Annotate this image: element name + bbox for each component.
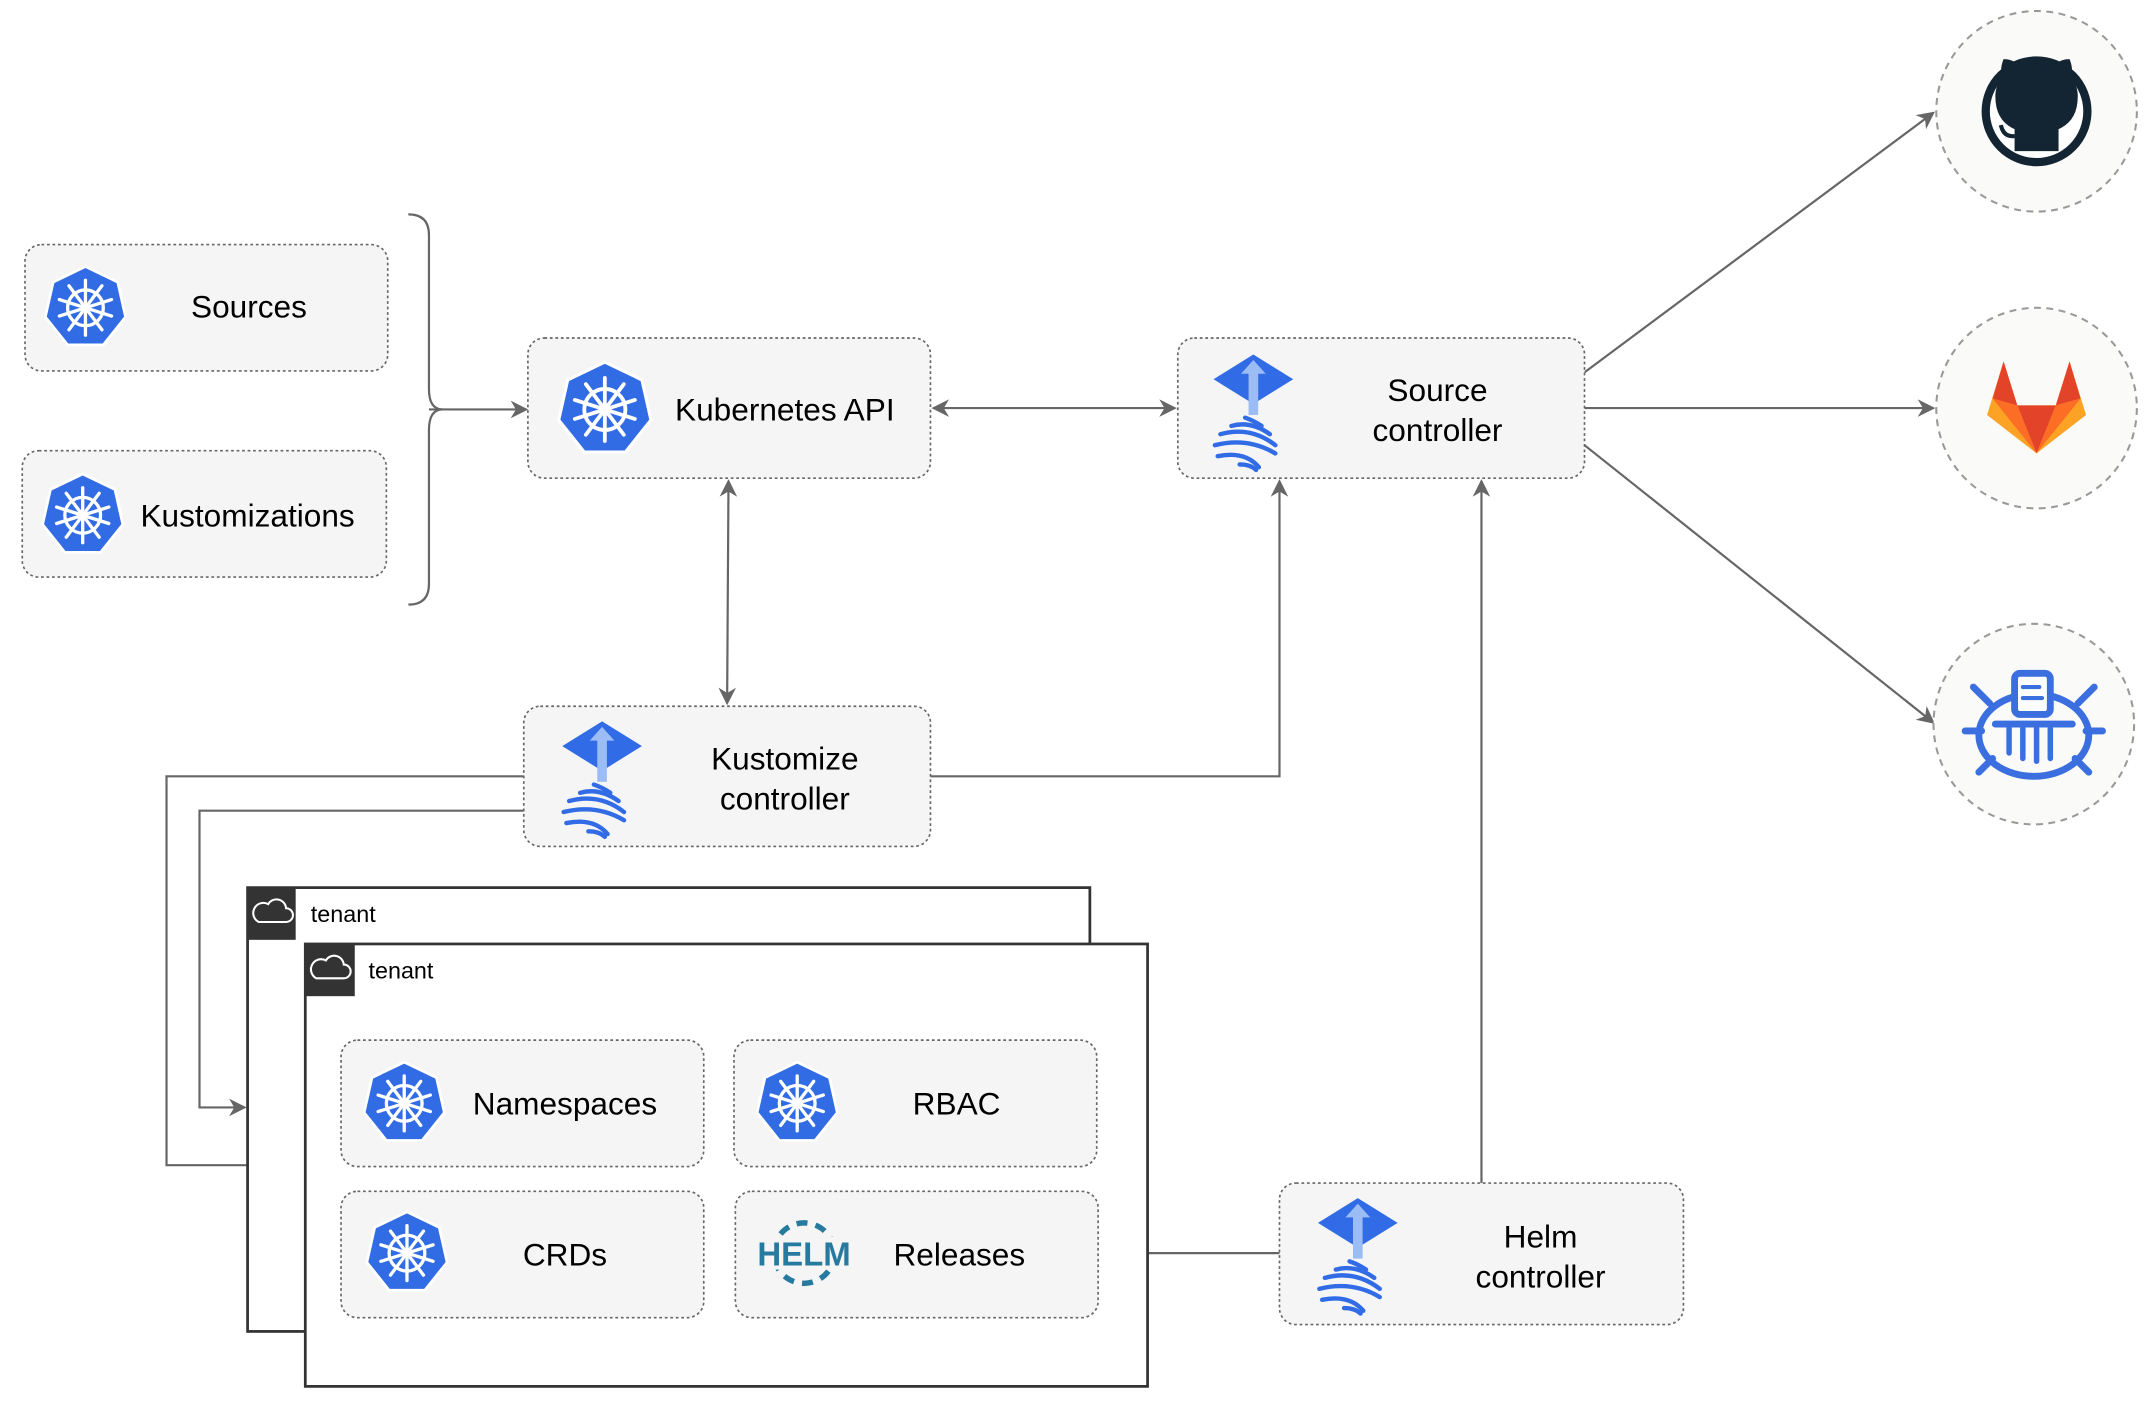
tenant-label: tenant	[369, 957, 434, 983]
node-crds[interactable]: CRDs	[340, 1190, 705, 1319]
node-source-controller[interactable]: Source controller	[1176, 337, 1586, 479]
external-gitlab[interactable]	[1935, 306, 2138, 510]
node-label-line1: Kustomize	[711, 740, 858, 776]
edge-kustomize-to-source	[930, 479, 1289, 778]
node-label: Sources	[191, 288, 307, 324]
node-kustomizations[interactable]: Kustomizations	[21, 449, 388, 578]
node-label: CRDs	[523, 1236, 607, 1272]
node-label: Kustomizations	[140, 497, 354, 533]
node-kubernetes-api[interactable]: Kubernetes API	[527, 337, 932, 479]
edge-source-to-bucket	[1583, 444, 1935, 724]
node-releases[interactable]: HELM Releases	[734, 1190, 1099, 1319]
gitlab-icon	[1987, 361, 2087, 454]
svg-text:HELM: HELM	[757, 1235, 850, 1272]
node-helm-controller[interactable]: Helm controller	[1278, 1182, 1685, 1326]
node-label: Namespaces	[473, 1085, 657, 1121]
edge-api-kustomize-controller	[718, 479, 738, 706]
external-github[interactable]	[1935, 9, 2138, 213]
node-label: Kubernetes API	[675, 391, 895, 427]
node-label-line2: controller	[1373, 412, 1503, 448]
node-label-line2: controller	[1476, 1258, 1606, 1294]
node-namespaces[interactable]: Namespaces	[340, 1039, 705, 1168]
node-label-line1: Helm	[1504, 1219, 1578, 1255]
tenant-label: tenant	[311, 901, 376, 927]
edge-kustomize-to-tenant-back	[198, 809, 524, 1117]
node-kustomize-controller[interactable]: Kustomize controller	[522, 705, 932, 848]
external-bucket[interactable]	[1932, 622, 2136, 826]
node-label-line1: Source	[1387, 372, 1487, 408]
node-sources[interactable]: Sources	[24, 243, 389, 372]
bucket-icon	[1961, 669, 2106, 780]
node-label: Releases	[893, 1236, 1025, 1272]
github-icon	[1981, 56, 2092, 167]
edge-source-to-github	[1583, 111, 1935, 374]
node-rbac[interactable]: RBAC	[733, 1039, 1098, 1168]
helm-icon: HELM	[757, 1220, 851, 1287]
node-label: RBAC	[913, 1085, 1001, 1121]
edge-kustomize-to-tenant-front	[165, 775, 524, 1174]
node-label-line2: controller	[720, 780, 850, 816]
